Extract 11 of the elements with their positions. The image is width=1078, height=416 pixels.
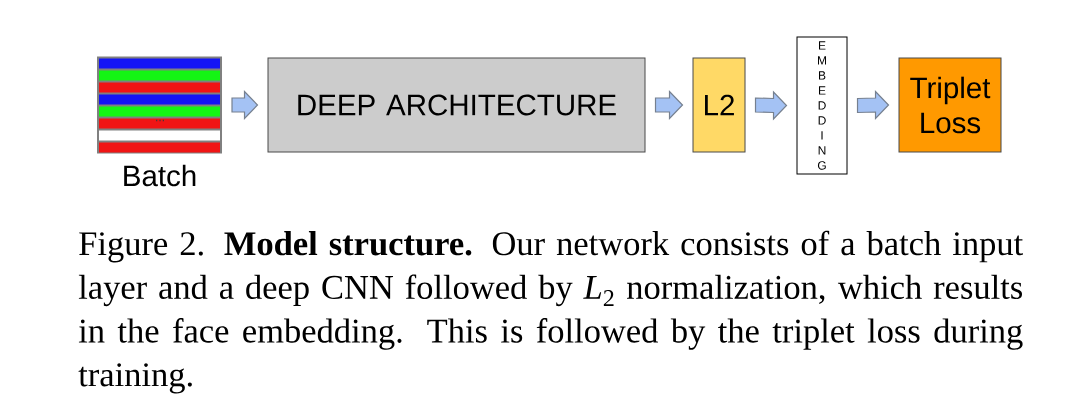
block-arrow xyxy=(856,90,890,120)
block-arrow xyxy=(754,90,788,121)
block-arrow xyxy=(231,90,259,120)
block-arrow xyxy=(654,90,684,120)
ellipsis-text: ... xyxy=(156,119,164,122)
process-box: Triplet Loss xyxy=(898,57,1002,153)
process-box: DEEP ARCHITECTURE xyxy=(267,57,646,153)
caption-text: Figure 2. Model structure. Our network consists of a batch input layer and a deep CNN followed by L$_{2}$ normalization, which results in the face embedding. This is followed by the triplet loss during training. xyxy=(78,230,1023,394)
process-box: EMBEDDING xyxy=(796,36,848,175)
process-box: L2 xyxy=(692,57,746,153)
node-label: Batch xyxy=(124,164,196,187)
